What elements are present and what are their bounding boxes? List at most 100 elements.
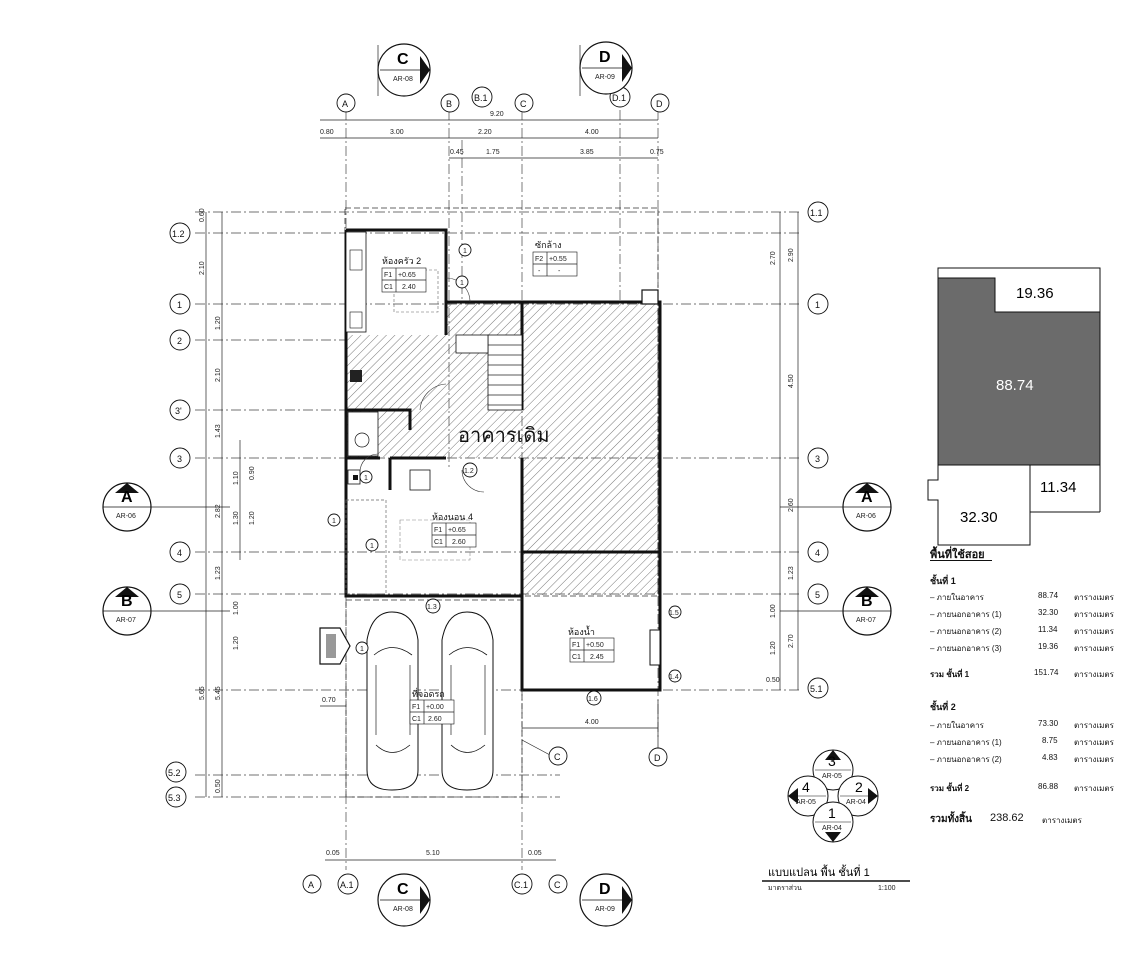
room-tag: C1 [384,284,393,291]
floor1-row-value: 11.34 [1038,625,1058,634]
dim-text: 1.75 [486,149,500,156]
drawing-title-text: แบบแปลน พื้น ชั้นที่ 1 [768,864,870,879]
room-tag: C1 [572,654,581,661]
dim-text: 2.20 [478,129,492,136]
floor1-total: 151.74 [1034,668,1059,677]
detail-markers: 1 1 1.2 1 1 1 1.3 1 1.5 1.4 1.6 [327,243,682,706]
svg-text:4: 4 [177,548,182,558]
marker: 1 [365,538,379,552]
dim-text: 2.10 [199,261,206,275]
staircase [455,334,523,411]
room-tag: +0.65 [448,527,466,534]
area-table-title: พื้นที่ใช้สอย [930,549,985,561]
room-tag: +0.65 [398,272,416,279]
floor1-row-label: – ภายในอาคาร [930,593,984,602]
svg-text:D: D [599,881,611,898]
room-tag: F1 [434,527,442,534]
dim-text: 1.20 [233,636,240,650]
svg-text:5.2: 5.2 [168,768,181,778]
section-marker-a-right: A AR-06 [780,482,892,532]
svg-text:B.1: B.1 [474,93,488,103]
grid-bubbles-left: 1.2 1 2 3' 3 4 5 5.2 5.3 [165,222,191,808]
marker: 1.6 [586,690,602,706]
room-tag: 2.45 [590,654,604,661]
grid-bubble-left: 5.3 [165,786,187,808]
room-name-laundry: ซักล้าง [535,240,562,250]
floor2-total-unit: ตารางเมตร [1074,784,1114,793]
svg-text:C: C [520,99,527,109]
svg-text:D: D [654,753,661,763]
svg-text:AR-07: AR-07 [116,617,136,624]
grid-bubble-right: 4 [807,541,829,563]
dim-text: 4.00 [585,719,599,726]
svg-text:A: A [121,489,133,506]
svg-text:AR-06: AR-06 [856,513,876,520]
floor1-row-unit: ตารางเมตร [1074,593,1114,602]
floor2-row-value: 4.83 [1042,753,1058,762]
svg-text:1: 1 [177,300,182,310]
svg-text:AR-08: AR-08 [393,76,413,83]
grid-bubble-bottom: C.1 [511,873,533,895]
grid-bubble-mid: D [648,747,668,767]
svg-text:1.2: 1.2 [172,229,185,239]
floor1-total-label: รวม ชั้นที่ 1 [930,670,970,679]
dim-text: 2.10 [215,368,222,382]
grid-bubble-top: A [336,93,356,113]
grand-total: 238.62 [990,812,1024,824]
floor2-row-label: – ภายในอาคาร [930,721,984,730]
svg-text:1.4: 1.4 [669,674,679,681]
dim-text: 1.23 [788,566,795,580]
dim-text: 2.70 [788,634,795,648]
svg-text:1.6: 1.6 [588,696,598,703]
floor2-total: 86.88 [1038,782,1059,791]
section-marker-b-left: B AR-07 [102,586,230,636]
grid-bubble-bottom: C [548,874,568,894]
floor1-row-label: – ภายนอกอาคาร (1) [930,610,1002,619]
floor1-total-unit: ตารางเมตร [1074,670,1114,679]
grid-bubble-bottom: A [302,874,322,894]
dimension-lines [205,119,799,861]
grid-lines [195,110,800,870]
floor2-row-label: – ภายนอกอาคาร (1) [930,738,1002,747]
floor1-row-unit: ตารางเมตร [1074,644,1114,653]
floor2-title: ชั้นที่ 2 [930,702,956,712]
grid-bubble-top: C [514,93,534,113]
elevation-key: 3 AR-05 4 AR-05 2 AR-04 1 AR-04 [787,749,879,843]
dim-total-width: 9.20 [490,111,504,118]
grid-bubble-top: B.1 [471,86,493,108]
area-value: 32.30 [960,509,998,526]
dim-text: 1.30 [233,511,240,525]
grid-bubble-top: D [650,93,670,113]
dim-text: 5.65 [199,686,206,700]
svg-text:AR-09: AR-09 [595,74,615,81]
area-value: 88.74 [996,377,1034,394]
building [319,207,662,798]
room-tag: F1 [412,704,420,711]
section-marker-c-bottom: C AR-08 [377,873,431,927]
floor2-row-label: – ภายนอกอาคาร (2) [930,755,1002,764]
floor1-row-label: – ภายนอกอาคาร (2) [930,627,1002,636]
dim-text: 4.00 [585,129,599,136]
svg-text:4: 4 [815,548,820,558]
grid-bubbles-mid: C D [521,700,668,767]
room-tag: +0.50 [586,642,604,649]
svg-text:1: 1 [828,805,836,821]
marker: 1 [458,243,472,257]
dim-text: 2.82 [215,504,222,518]
room-tag: C1 [434,539,443,546]
room-tag: +0.00 [426,704,444,711]
dim-text: 1.00 [233,601,240,615]
area-table: พื้นที่ใช้สอย ชั้นที่ 1 – ภายในอาคาร 88.… [928,540,1118,840]
grid-bubbles-right: 1.1 1 3 4 5 5.1 [807,201,829,699]
svg-text:A: A [861,489,873,506]
grid-bubble-left: 1 [169,293,191,315]
svg-text:1.2: 1.2 [464,468,474,475]
dim-text: 0.70 [322,697,336,704]
dim-text: 1.00 [770,604,777,618]
svg-text:C: C [397,881,409,898]
floor1-row-unit: ตารางเมตร [1074,610,1114,619]
svg-text:A.1: A.1 [340,880,354,890]
room-labels: ห้องครัว 2 F1 +0.65 C1 2.40 ซักล้าง F2 +… [381,240,615,725]
svg-text:D: D [656,99,663,109]
